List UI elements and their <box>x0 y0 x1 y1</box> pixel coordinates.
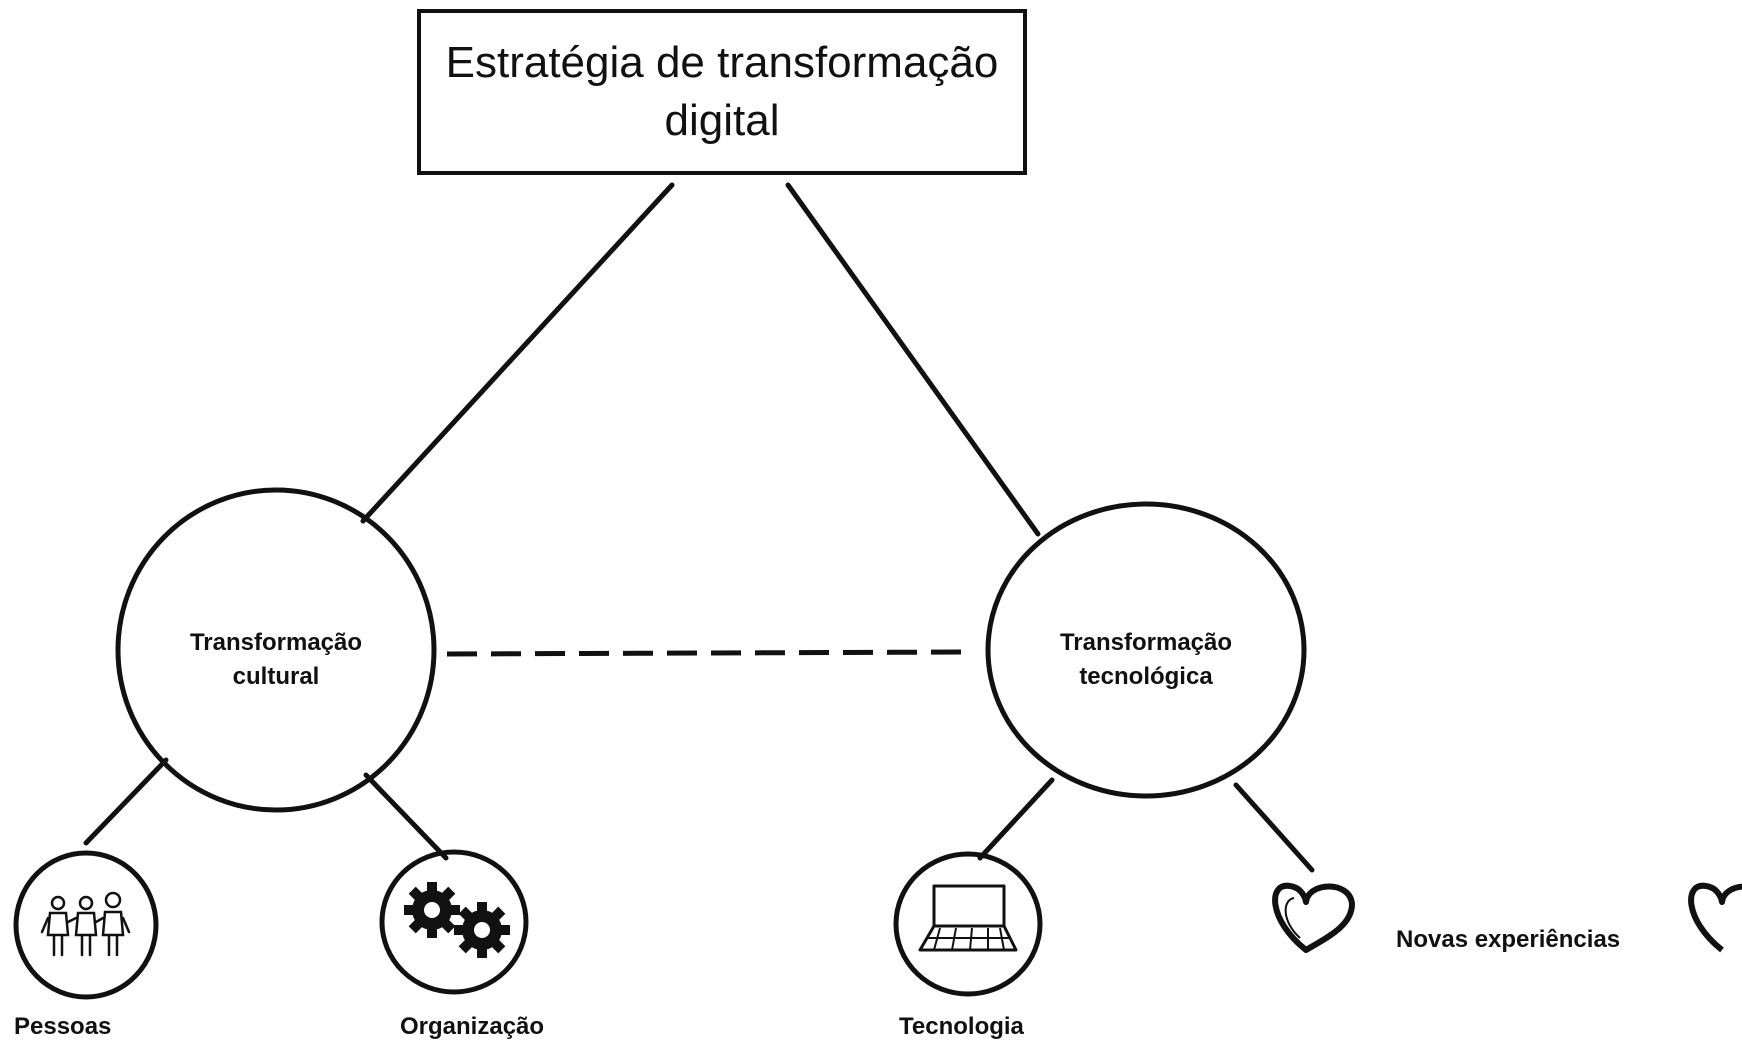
title-text: Estratégia de transformação digital <box>445 38 999 145</box>
experiences-label: Novas experiências <box>1396 926 1621 953</box>
organization-circle <box>379 849 529 995</box>
title-box: Estratégia de transformação digital <box>417 9 1027 175</box>
connector-cultural-to-organization <box>363 772 449 861</box>
people-icon <box>40 891 131 957</box>
connector-technological-to-experiences <box>1233 782 1315 873</box>
heart-icon <box>1272 882 1355 953</box>
connector-technological-to-technology <box>977 777 1055 861</box>
organization-label: Organização <box>400 1013 545 1040</box>
technological-label: Transformação tecnológica <box>1059 629 1233 690</box>
connector-title-to-cultural <box>360 182 675 524</box>
technology-label: Tecnologia <box>899 1013 1024 1040</box>
people-label: Pessoas <box>14 1013 112 1040</box>
connector-cultural-to-people <box>83 757 169 846</box>
people-circle <box>13 850 159 1000</box>
laptop-icon <box>918 884 1018 952</box>
connector-title-to-technological <box>785 182 1041 537</box>
heart-icon-right <box>1688 882 1742 953</box>
cultural-circle <box>115 487 437 813</box>
cultural-label: Transformação cultural <box>189 629 363 690</box>
technology-circle <box>893 851 1043 997</box>
dashed-link <box>446 649 971 657</box>
gears-icon <box>404 882 510 958</box>
technological-circle <box>985 501 1307 799</box>
